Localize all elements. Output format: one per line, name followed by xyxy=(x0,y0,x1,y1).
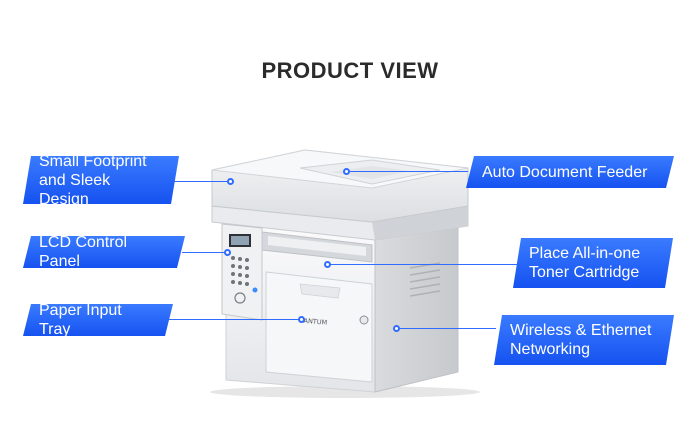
paper-tray xyxy=(265,271,373,383)
callout-paper-input-tray: Paper Input Tray xyxy=(23,304,173,336)
anchor-dot-lcd xyxy=(224,249,231,256)
printer-side-panel xyxy=(374,221,459,393)
callout-tray-label: Paper Input Tray xyxy=(39,302,122,338)
callout-footprint-line2: and Sleek Design xyxy=(39,171,111,208)
anchor-dot-tray xyxy=(298,316,305,323)
callout-toner-line2: Toner Cartridge xyxy=(529,264,640,281)
callout-wireless-line1: Wireless & Ethernet xyxy=(510,322,652,339)
callout-wireless-networking: Wireless & Ethernet Networking xyxy=(494,315,674,365)
callout-wireless-line2: Networking xyxy=(510,341,591,358)
anchor-dot-toner xyxy=(324,261,331,268)
callout-toner-cartridge: Place All-in-one Toner Cartridge xyxy=(513,238,673,288)
anchor-dot-footprint xyxy=(227,178,234,185)
callout-adf-label: Auto Document Feeder xyxy=(482,163,648,181)
power-button-icon xyxy=(359,315,369,325)
anchor-dot-wireless xyxy=(393,325,400,332)
callout-toner-line1: Place All-in-one xyxy=(529,245,641,262)
anchor-dot-adf xyxy=(343,168,350,175)
callout-small-footprint: Small Footprint and Sleek Design xyxy=(23,156,179,204)
callout-footprint-line1: Small Footprint xyxy=(39,152,147,170)
callout-lcd-label: LCD Control Panel xyxy=(39,234,128,270)
page-title: PRODUCT VIEW xyxy=(261,58,439,83)
control-panel xyxy=(221,223,263,321)
callout-lcd-control-panel: LCD Control Panel xyxy=(23,236,185,268)
callout-auto-document-feeder: Auto Document Feeder xyxy=(466,156,674,188)
brand-label: PANTUM xyxy=(300,316,328,326)
